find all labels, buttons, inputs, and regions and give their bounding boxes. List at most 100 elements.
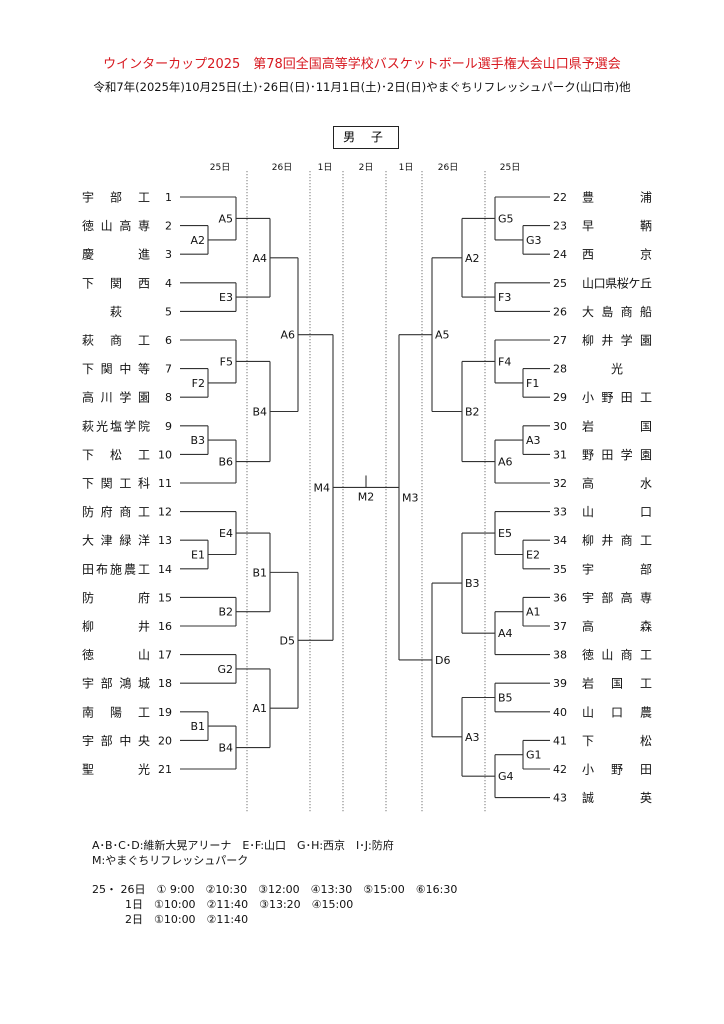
match-label: B4 — [218, 742, 233, 755]
team-name: 宇部鴻城 — [82, 676, 150, 691]
seed-number: 14 — [158, 563, 172, 576]
team-name: 下関西 — [82, 276, 150, 290]
seed-number: 4 — [165, 277, 172, 290]
team-name: 萩 — [110, 305, 122, 319]
team-name: 高川学園 — [82, 390, 150, 405]
seed-number: 18 — [158, 677, 172, 690]
date-label: 2日 — [359, 162, 374, 173]
team-name: 誠英 — [582, 791, 652, 805]
match-label: E2 — [526, 549, 540, 562]
seed-number: 17 — [158, 649, 172, 662]
seed-number: 1 — [165, 191, 172, 204]
seed-number: 15 — [158, 591, 172, 604]
match-label: A4 — [498, 627, 513, 640]
match-label: F5 — [220, 355, 233, 368]
match-label: D6 — [435, 654, 450, 667]
match-label: A2 — [190, 234, 205, 247]
seed-number: 25 — [553, 277, 567, 290]
tournament-dates-venue: 令和7年(2025年)10月25日(土)･26日(日)･11月1日(土)･2日(… — [93, 80, 631, 94]
match-label: A5 — [435, 329, 450, 342]
seed-number: 19 — [158, 706, 172, 719]
seed-number: 38 — [553, 649, 567, 662]
match-label: G5 — [498, 212, 514, 225]
match-label: E5 — [498, 527, 512, 540]
match-label: G3 — [526, 234, 542, 247]
seed-number: 33 — [553, 506, 567, 519]
team-name: 山口農 — [582, 705, 652, 719]
date-label: 25日 — [500, 162, 520, 173]
seed-number: 35 — [553, 563, 567, 576]
team-name: 宇部 — [582, 561, 652, 576]
seed-number: 5 — [165, 305, 172, 318]
seed-number: 26 — [553, 305, 567, 318]
team-name: 柳井 — [82, 620, 150, 634]
match-label: A1 — [526, 606, 541, 619]
seed-number: 23 — [553, 220, 567, 233]
match-label: A5 — [218, 212, 233, 225]
match-label: B5 — [498, 692, 513, 705]
seed-number: 7 — [165, 363, 172, 376]
date-label: 26日 — [438, 162, 458, 173]
seed-number: 36 — [553, 591, 567, 604]
team-name: 聖光 — [82, 763, 150, 777]
seed-number: 34 — [553, 534, 567, 547]
seed-number: 3 — [165, 248, 172, 261]
team-name: 野田学園 — [582, 447, 652, 462]
seed-number: 21 — [158, 763, 172, 776]
seed-number: 6 — [165, 334, 172, 347]
match-label: E4 — [219, 527, 233, 540]
seed-number: 43 — [553, 792, 567, 805]
seed-number: 22 — [553, 191, 567, 204]
seed-number: 37 — [553, 620, 567, 633]
team-name: 高水 — [582, 476, 652, 491]
team-name: 南陽工 — [82, 704, 150, 719]
team-name: 山口県桜ケ丘 — [582, 276, 652, 290]
team-name: 光 — [611, 362, 623, 376]
team-name: 山口 — [582, 505, 652, 519]
seed-number: 12 — [158, 506, 172, 519]
tournament-title: ウインターカップ2025 第78回全国高等学校バスケットボール選手権大会山口県予… — [103, 57, 621, 72]
match-label: B2 — [218, 606, 233, 619]
team-name: 小野田 — [582, 763, 652, 777]
schedule-row-2: 1日 ①10:00 ②11:40 ③13:20 ④15:00 — [92, 898, 354, 911]
team-name: 大津緑洋 — [82, 533, 150, 548]
seed-number: 20 — [158, 734, 172, 747]
match-label: B1 — [252, 566, 267, 579]
match-label: A3 — [465, 731, 480, 744]
team-name: 徳山高専 — [82, 218, 150, 233]
match-label: E3 — [219, 291, 233, 304]
seed-number: 42 — [553, 763, 567, 776]
schedule-row-1: 25・ 26日 ① 9:00 ②10:30 ③12:00 ④13:30 ⑤15:… — [92, 883, 458, 896]
team-name: 柳井学園 — [582, 333, 652, 348]
seed-number: 40 — [553, 706, 567, 719]
final-match-label: M2 — [358, 490, 375, 503]
date-label: 1日 — [318, 162, 333, 173]
team-name: 柳井商工 — [582, 533, 652, 548]
date-label: 1日 — [399, 162, 414, 173]
match-label: B2 — [465, 406, 480, 419]
match-label: A1 — [252, 702, 267, 715]
match-label: A4 — [252, 252, 267, 265]
team-name: 小野田工 — [582, 391, 652, 405]
team-name: 下関工科 — [82, 477, 150, 491]
team-name: 豊浦 — [582, 191, 652, 205]
seed-number: 31 — [553, 448, 567, 461]
date-label: 26日 — [272, 162, 292, 173]
match-label: A3 — [526, 434, 541, 447]
match-label: D5 — [280, 634, 295, 647]
team-name: 萩光塩学院 — [82, 418, 150, 433]
team-name: 西京 — [582, 248, 652, 262]
venue-legend-1: A･B･C･D:維新大晃アリーナ E･F:山口 G･H:西京 I･J:防府 — [92, 839, 394, 852]
match-label: M4 — [314, 481, 331, 494]
match-label: F2 — [192, 377, 205, 390]
seed-number: 24 — [553, 248, 567, 261]
team-name: 防府 — [82, 590, 150, 605]
team-name: 徳山商工 — [582, 647, 652, 662]
seed-number: 2 — [165, 220, 172, 233]
seed-number: 41 — [553, 734, 567, 747]
match-label: F4 — [498, 355, 511, 368]
match-label: B1 — [190, 720, 205, 733]
seed-number: 11 — [158, 477, 172, 490]
match-label: A6 — [280, 329, 295, 342]
date-label: 25日 — [210, 162, 230, 173]
